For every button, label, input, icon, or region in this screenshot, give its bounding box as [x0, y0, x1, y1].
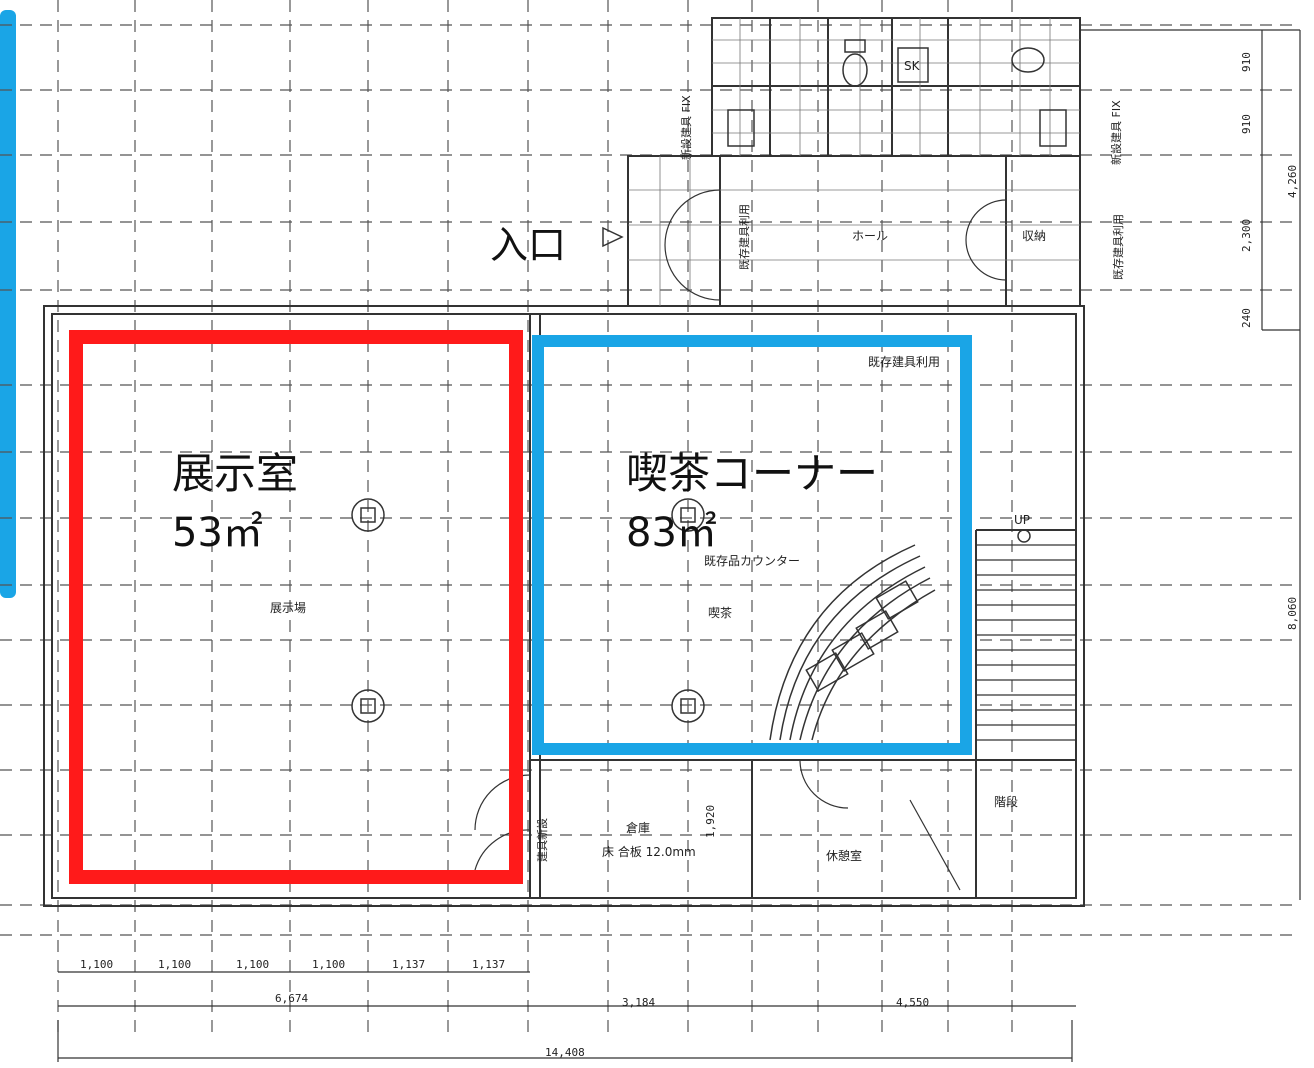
dim-3184: 3,184 [622, 996, 655, 1009]
floor-note-label: 床 合板 12.0mm [602, 844, 696, 859]
new-partition-label: 建具新設 [535, 818, 549, 862]
sk-label: SK [904, 59, 921, 73]
column-markers [351, 498, 1031, 723]
cafe-label: 喫茶 [708, 605, 732, 620]
dim-4550: 4,550 [896, 996, 929, 1009]
storeroom-label: 倉庫 [626, 820, 650, 835]
stairs [909, 544, 1076, 891]
dim-4: 1,100 [312, 958, 345, 971]
toilet-tiles [628, 18, 1080, 306]
bottom-dimensions-row1: 1,100 1,100 1,100 1,100 1,137 1,137 [80, 958, 505, 971]
bottom-dimensions-row2: 6,674 3,184 4,550 [275, 992, 929, 1009]
dim-2: 1,100 [158, 958, 191, 971]
dim-6674: 6,674 [275, 992, 308, 1005]
existing-fixture-right-label: 既存建具利用 [1111, 214, 1125, 280]
cafe-corner-area: 83㎡ [626, 510, 717, 556]
dim-910-b: 910 [1240, 114, 1253, 134]
lounge-label: 休憩室 [826, 848, 862, 863]
existing-fixture-vertical-label: 既存建具利用 [737, 204, 751, 270]
dim-3: 1,100 [236, 958, 269, 971]
storeroom-width-dim: 1,920 [704, 805, 717, 838]
exhibition-hall-label: 展示場 [270, 601, 306, 615]
exhibition-room-area: 53㎡ [172, 510, 263, 556]
hall-label: ホール [852, 229, 888, 243]
dimension-lines [57, 29, 1301, 1062]
stairs-label: 階段 [994, 794, 1018, 809]
cafe-corner-name: 喫茶コーナー [626, 449, 878, 498]
new-fixture-right-label: 新設建具 FIX [1109, 100, 1123, 165]
total-dimension: 14,408 [545, 1046, 585, 1059]
right-dimensions: 910 910 2,300 240 4,260 8,060 [1240, 52, 1299, 630]
up-label: UP [1014, 513, 1030, 527]
counter-label: 既存品カウンター [704, 554, 800, 568]
exhibition-room-highlight [69, 330, 523, 884]
cafe-corner-highlight [532, 335, 972, 755]
dim-6: 1,137 [472, 958, 505, 971]
left-accent-bar [0, 10, 16, 598]
dim-8060: 8,060 [1286, 597, 1299, 630]
dim-4260: 4,260 [1286, 165, 1299, 198]
dim-2300: 2,300 [1240, 219, 1253, 252]
entrance-arrow-icon [602, 226, 624, 248]
existing-fixture-label: 既存建具利用 [868, 355, 940, 369]
new-fixture-left-label: 新設建具 FIX [679, 95, 693, 160]
dim-1: 1,100 [80, 958, 113, 971]
building-walls [43, 305, 1085, 907]
dim-910-a: 910 [1240, 52, 1253, 72]
door-swings [474, 189, 1007, 871]
storage-label: 収納 [1022, 229, 1046, 243]
entrance-label: 入口 [490, 223, 566, 267]
exhibition-room-name: 展示室 [172, 449, 298, 498]
fixtures [727, 39, 1067, 147]
dim-240: 240 [1240, 308, 1253, 328]
dim-5: 1,137 [392, 958, 425, 971]
curved-counter [769, 544, 936, 741]
